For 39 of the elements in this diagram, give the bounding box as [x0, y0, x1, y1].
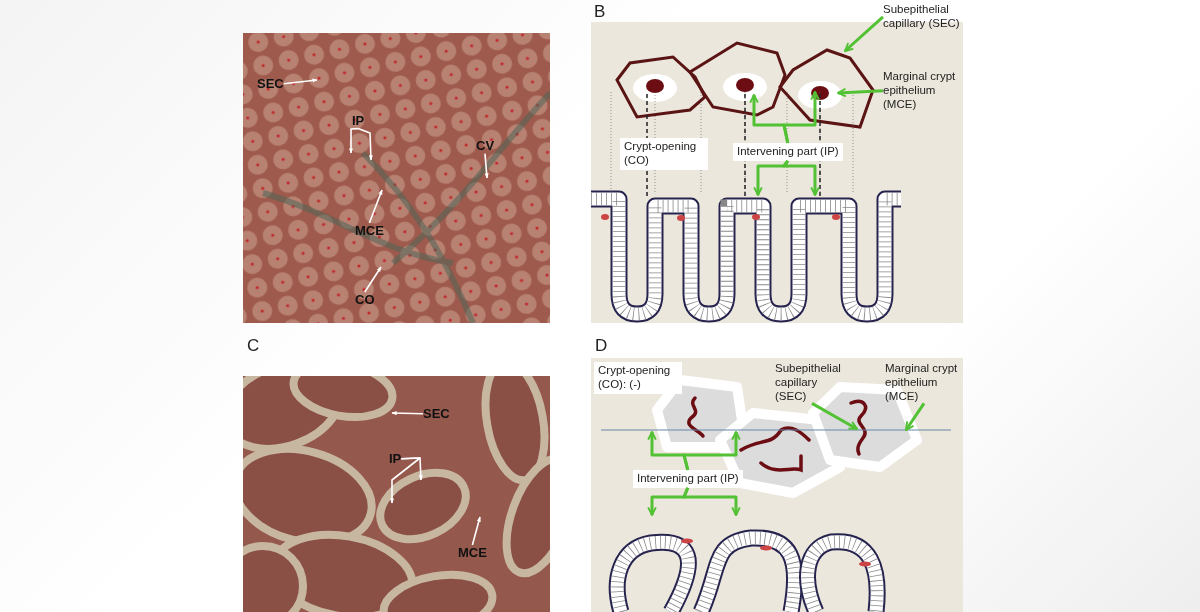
- callout-label: IP: [352, 113, 365, 129]
- leader-arrow: [682, 431, 741, 471]
- leader-arrow: [389, 457, 421, 504]
- leader-arrow: [391, 411, 424, 416]
- callout-label: Subepithelial capillary (SEC): [775, 362, 849, 404]
- leader-arrow: [782, 159, 820, 196]
- leader-arrow: [811, 402, 858, 431]
- callout-label: Subepithelial capillary (SEC): [883, 3, 963, 31]
- endoscopy-photo: [243, 33, 550, 323]
- label-box: Intervening part (IP): [633, 470, 743, 488]
- leader-arrow: [471, 516, 481, 546]
- leader-arrow: [484, 152, 489, 179]
- leader-arrow: [400, 457, 423, 481]
- leader-arrow: [348, 127, 359, 154]
- leader-arrow: [904, 402, 926, 431]
- callout-label: Marginal crypt epithelium (MCE): [883, 70, 963, 112]
- leader-arrow: [357, 127, 373, 161]
- leader-arrow: [682, 487, 741, 516]
- leader-arrow: [364, 266, 382, 293]
- endoscopy-photo: [243, 376, 550, 612]
- callout-label: CV: [476, 138, 495, 154]
- callout-label: MCE: [458, 545, 487, 561]
- label-box: Crypt-opening (CO): (-): [594, 362, 682, 394]
- callout-label: SEC: [257, 76, 284, 92]
- callout-label: SEC: [423, 406, 450, 422]
- crypt-diagram-drawing: [591, 358, 963, 612]
- panel-letter: D: [595, 336, 608, 356]
- panel-letter: B: [594, 2, 606, 22]
- callout-label: MCE: [355, 223, 384, 239]
- callout-label: Marginal crypt epithelium (MCE): [885, 362, 963, 404]
- leader-arrow: [844, 15, 884, 53]
- label-box: Intervening part (IP): [733, 143, 843, 161]
- leader-arrow: [782, 91, 820, 144]
- callout-label: CO: [355, 292, 375, 308]
- callout-label: IP: [389, 451, 402, 467]
- leader-arrow: [282, 78, 318, 85]
- panel-letter: C: [247, 336, 260, 356]
- leader-arrow: [368, 189, 383, 224]
- label-box: Crypt-opening (CO): [620, 138, 708, 170]
